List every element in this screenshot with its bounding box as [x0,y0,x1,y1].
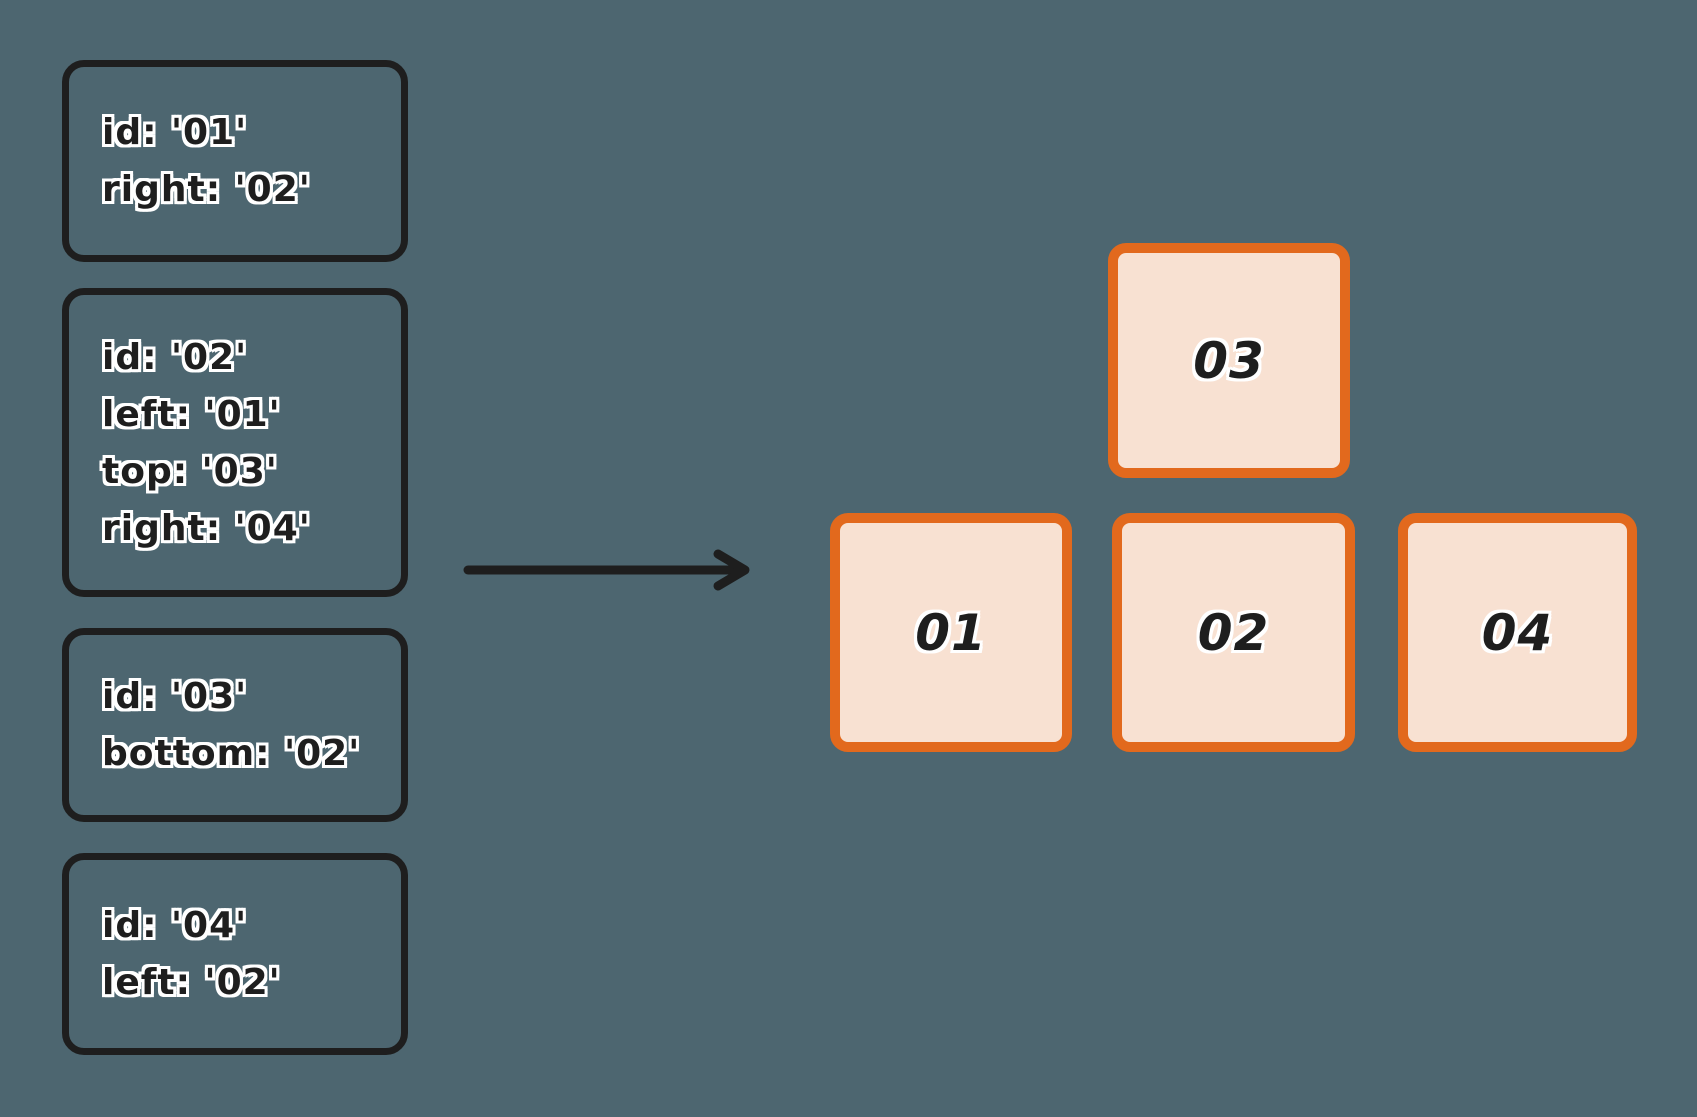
result-box-04: 04 [1398,513,1637,752]
definition-box-node-02: id: '02' left: '01' top: '03' right: '04… [62,288,408,597]
definition-box-node-03: id: '03' bottom: '02' [62,628,408,822]
result-box-03: 03 [1108,243,1350,478]
result-box-label: 01 [915,603,987,662]
definition-line: id: '03' [102,676,248,717]
definition-line: id: '04' [102,905,248,946]
definition-line: right: '04' [102,507,311,549]
definition-line: left: '01' [102,393,281,435]
definition-line: top: '03' [102,450,278,492]
definition-line: bottom: '02' [102,733,361,774]
result-box-label: 02 [1197,603,1270,662]
definition-box-node-04: id: '04' left: '02' [62,853,408,1055]
definition-line: id: '02' [102,336,248,378]
flow-arrow-icon [463,549,750,591]
definition-line: left: '02' [102,962,281,1003]
definition-line: id: '01' [102,112,248,153]
definition-box-node-01: id: '01' right: '02' [62,60,408,262]
result-box-label: 04 [1481,603,1554,662]
result-box-label: 03 [1193,331,1265,390]
result-box-01: 01 [830,513,1072,752]
definition-line: right: '02' [102,169,311,210]
result-box-02: 02 [1112,513,1355,752]
